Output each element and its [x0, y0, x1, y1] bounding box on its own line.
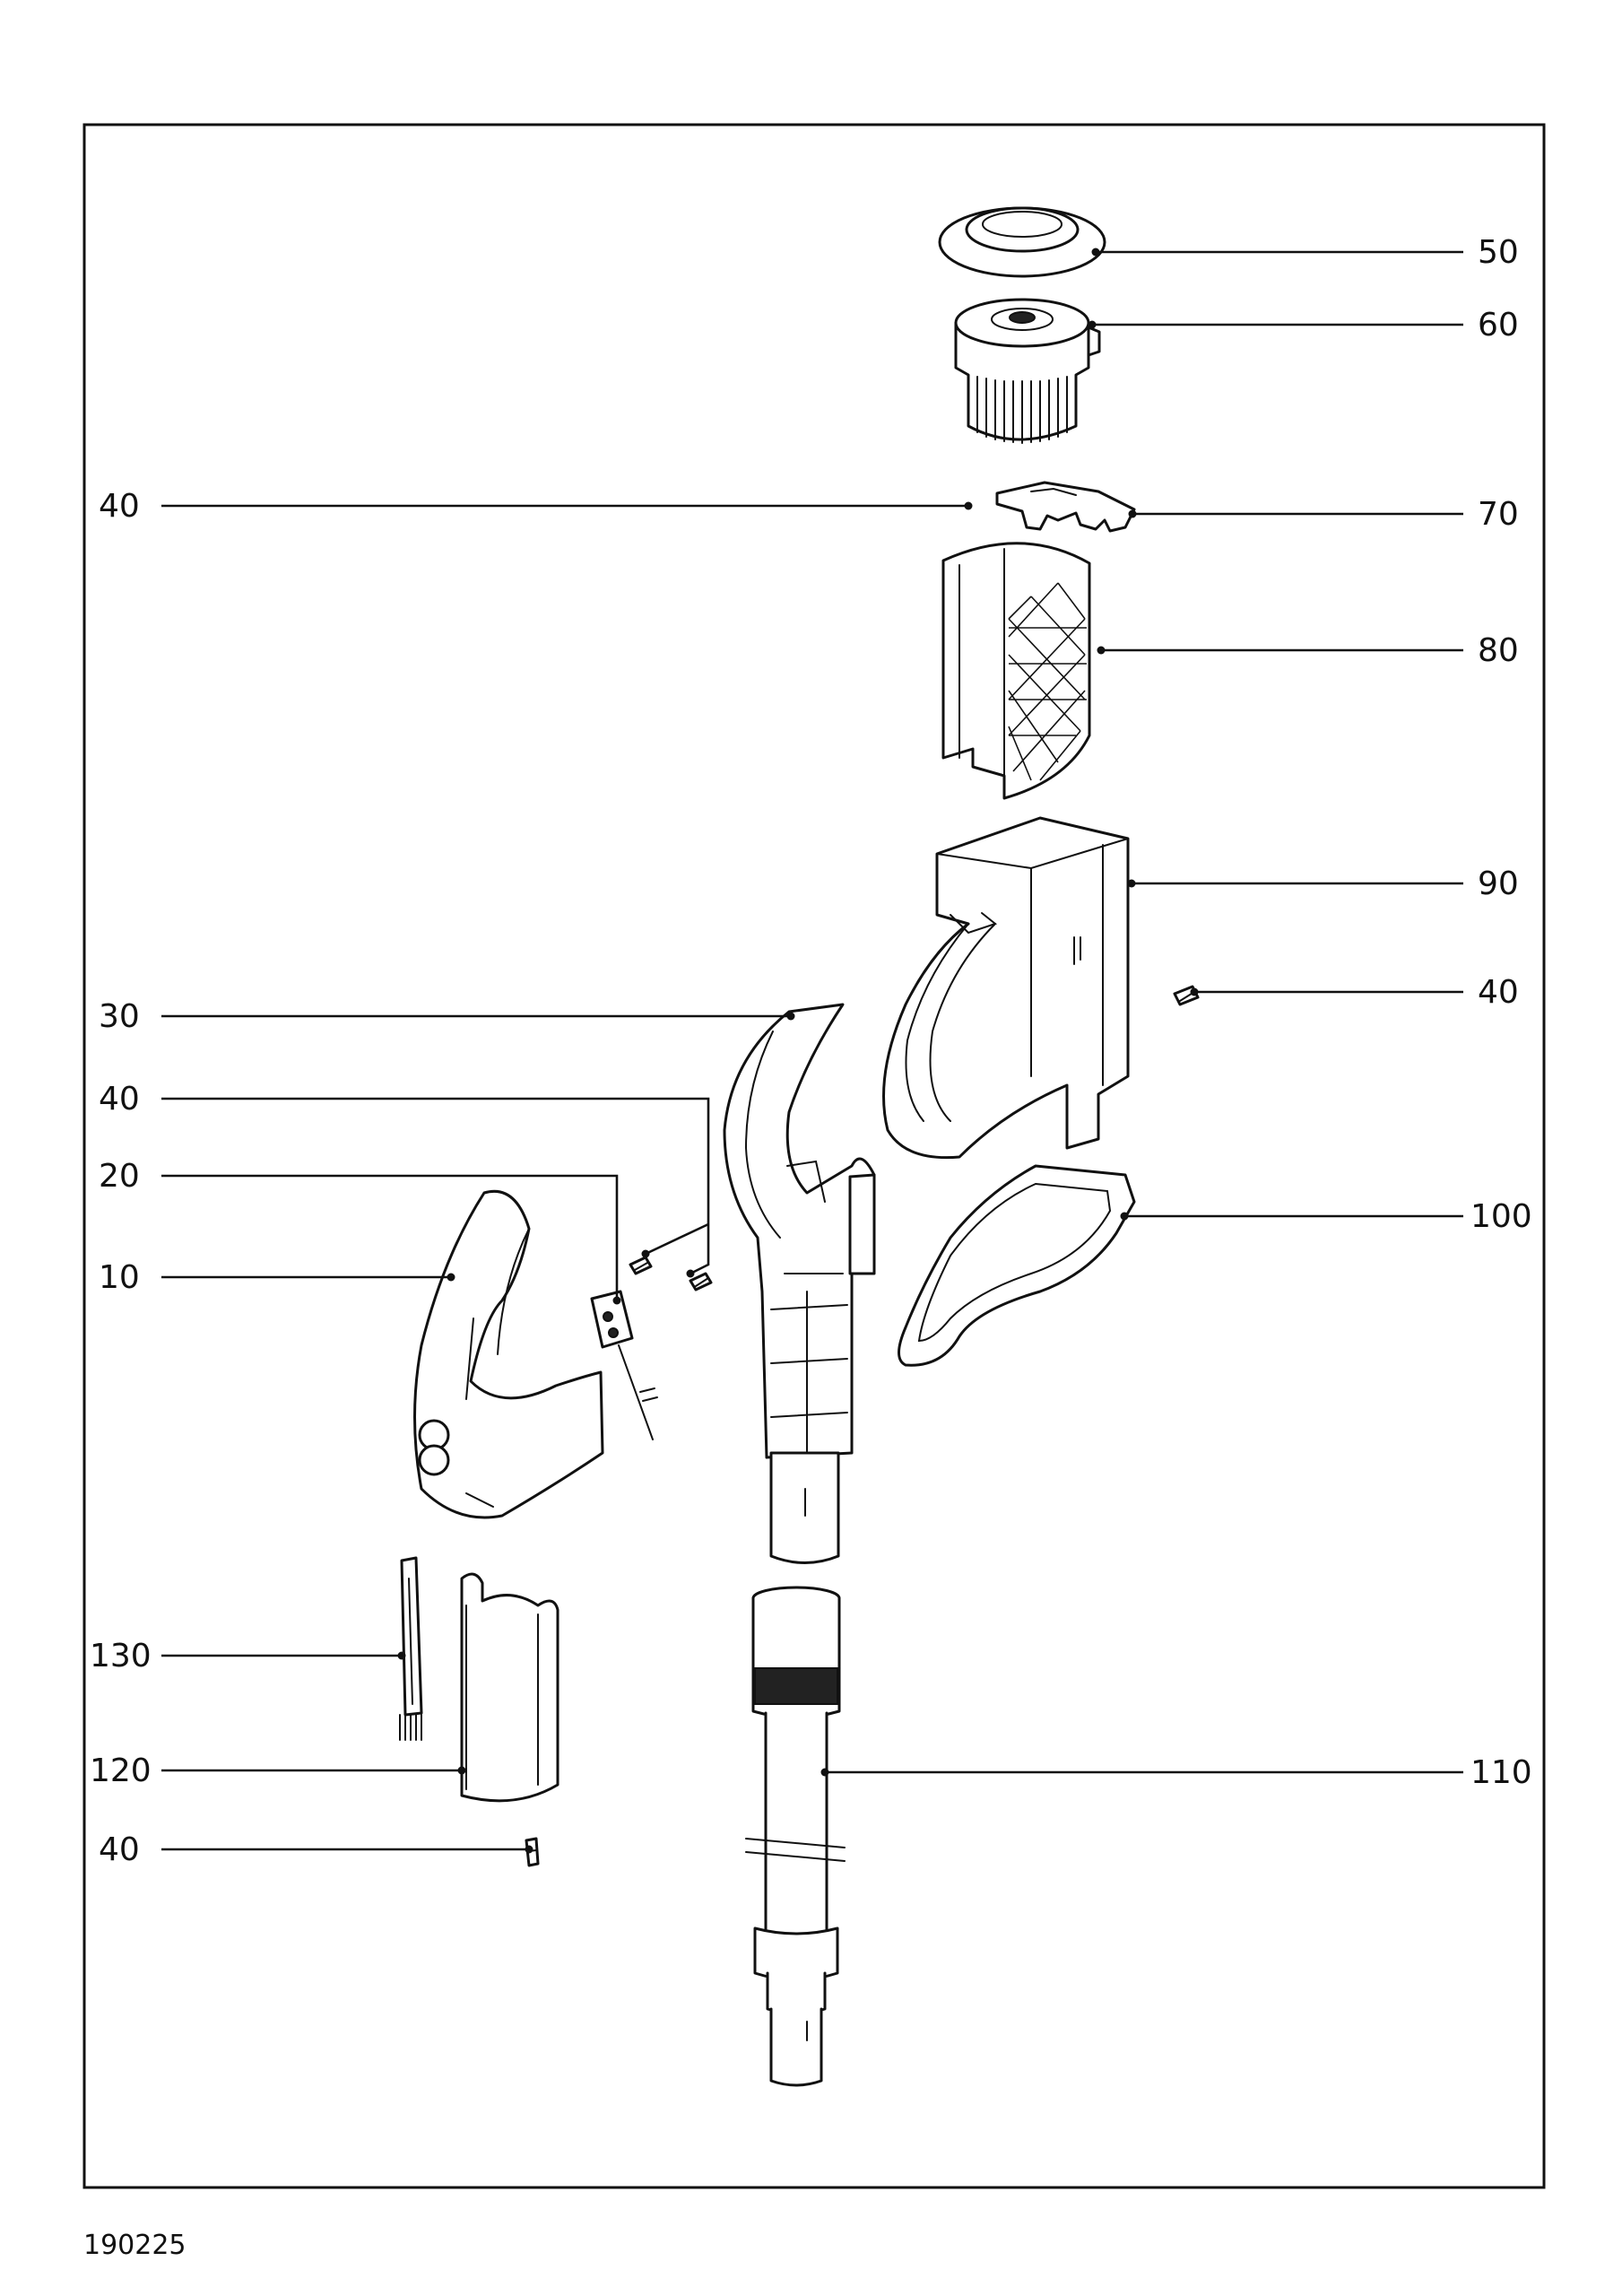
- callout-50: 50: [1478, 234, 1519, 271]
- callout-30: 30: [99, 998, 140, 1035]
- callout-40-mid-left: 40: [99, 1081, 140, 1118]
- part-120-sleeve: [460, 1572, 559, 1803]
- drawing-frame: [82, 123, 1546, 2189]
- leader-dots: [397, 248, 1199, 1854]
- callout-60: 60: [1478, 307, 1519, 344]
- part-100-base-seal: [898, 1164, 1136, 1367]
- part-30-handle-frame: [723, 1003, 876, 1564]
- callout-40-top-left: 40: [99, 488, 140, 525]
- callout-labels: 50 60 40 70 80 90 40 30 40 20 10 100 130…: [90, 234, 1532, 1868]
- part-90-housing: [882, 816, 1130, 1160]
- part-130-brush: [399, 1556, 423, 1741]
- callout-130: 130: [90, 1638, 152, 1674]
- leader-lines: [161, 250, 1463, 1851]
- part-60-filter: [954, 298, 1101, 444]
- callout-70: 70: [1478, 496, 1519, 533]
- part-10-handle-cover: [413, 1190, 604, 1519]
- part-20-switch: [590, 1290, 658, 1440]
- part-80-filter-cage: [941, 542, 1091, 800]
- callout-110: 110: [1470, 1754, 1532, 1791]
- part-40-screws-mid: [629, 1256, 713, 1292]
- callout-20: 20: [99, 1158, 140, 1195]
- part-70-clip: [995, 481, 1136, 533]
- callout-100: 100: [1470, 1198, 1532, 1235]
- part-110-tube: [745, 1586, 846, 2087]
- part-50-top-cap: [938, 206, 1106, 278]
- callout-10: 10: [99, 1259, 140, 1296]
- callout-90: 90: [1478, 865, 1519, 902]
- callout-40-bottom-left: 40: [99, 1831, 140, 1868]
- callout-80: 80: [1478, 632, 1519, 669]
- callout-120: 120: [90, 1752, 152, 1789]
- callout-40-right: 40: [1478, 974, 1519, 1011]
- document-code: 190225: [83, 2230, 186, 2261]
